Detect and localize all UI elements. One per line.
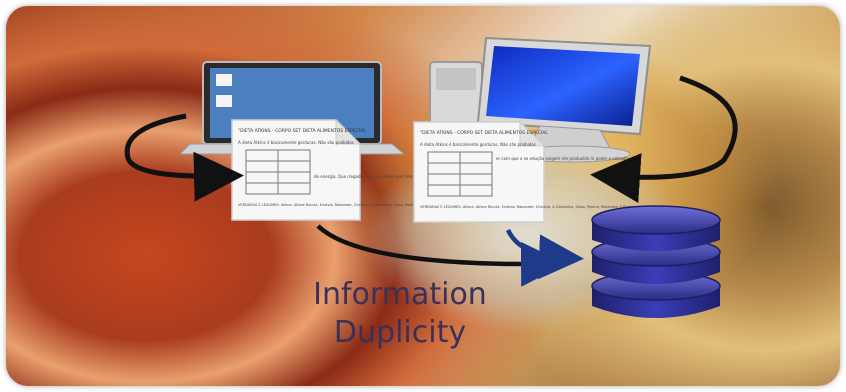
doc-right-intro: A dieta Atkins é basicamente gorduras. N… <box>420 142 536 147</box>
caption: Information Duplicity <box>292 276 508 352</box>
doc-right-footer: VERDURAS E LEGUMES: Alface, Alface Rúcul… <box>420 205 652 209</box>
document-left <box>231 118 362 221</box>
arrow-laptop-to-document <box>124 113 244 202</box>
doc-left-intro: A dieta Atkins é basicamente gorduras. N… <box>238 140 354 145</box>
database-icon <box>591 205 721 318</box>
arrow-document-left-to-database <box>316 224 566 287</box>
document-right <box>413 120 546 223</box>
arrow-desktop-to-document <box>590 75 738 203</box>
caption-line-2: Duplicity <box>333 315 467 350</box>
doc-left-footer: VERDURAS E LEGUMES: Alface, Alface Rúcul… <box>238 203 470 207</box>
doc-left-side: de energia. Que rregadinho, e tiv usado … <box>314 174 413 179</box>
doc-right-side: er com que o se edução exigem nte produz… <box>496 156 628 161</box>
arrow-document-right-to-database <box>505 228 584 280</box>
caption-line-1: Information <box>313 277 487 312</box>
doc-left-header: "DIETA ATKINS - CORPO SET DIETA ALIMENTO… <box>238 128 366 134</box>
doc-right-header: "DIETA ATKINS - CORPO SET DIETA ALIMENTO… <box>420 130 548 136</box>
